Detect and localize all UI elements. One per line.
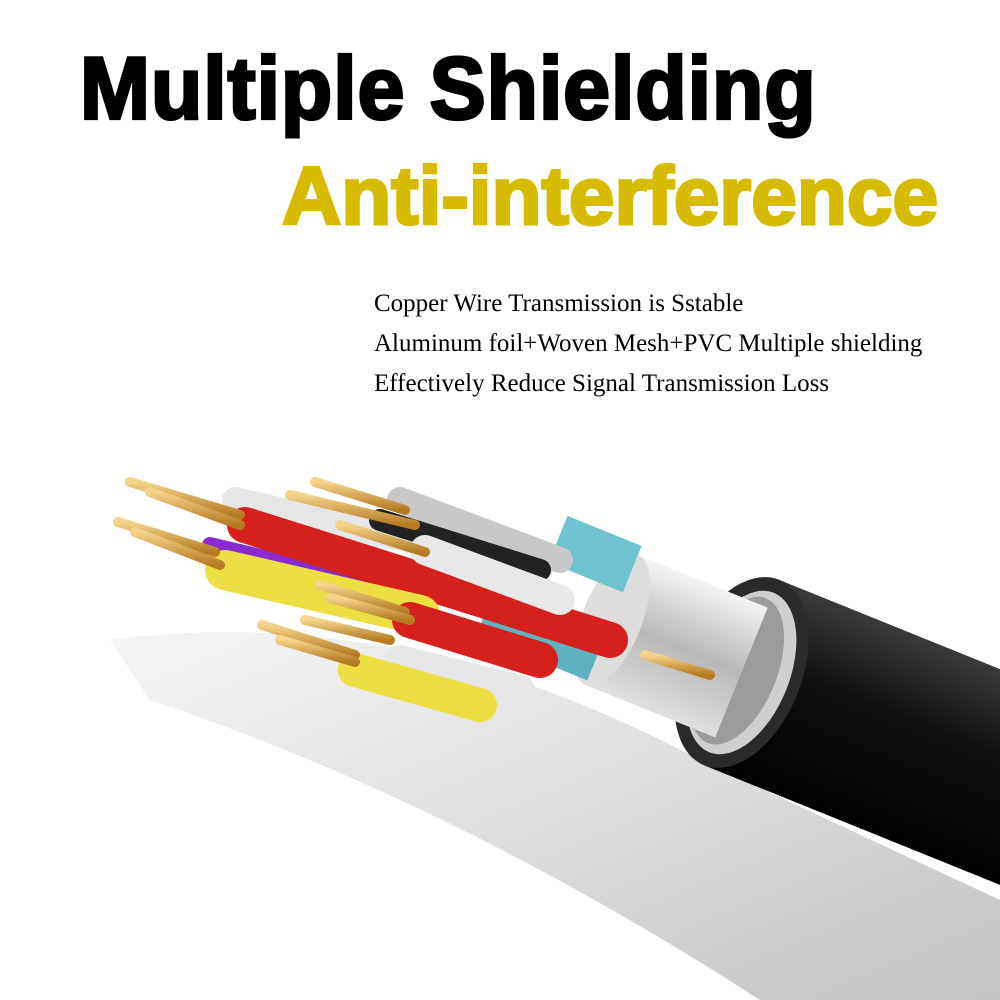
cable-shadow (110, 632, 1000, 1000)
feature-item: Effectively Reduce Signal Transmission L… (374, 370, 830, 397)
feature-item: Copper Wire Transmission is Sstable (374, 290, 744, 317)
cable-jacket (476, 515, 1000, 916)
copper-conductors (113, 477, 715, 680)
headline: Multiple Shielding (79, 37, 818, 139)
feature-item: Aluminum foil+Woven Mesh+PVC Multiple sh… (374, 330, 923, 357)
feature-list: Copper Wire Transmission is Sstable Alum… (374, 284, 922, 404)
subheadline: Anti-interference (280, 150, 939, 244)
